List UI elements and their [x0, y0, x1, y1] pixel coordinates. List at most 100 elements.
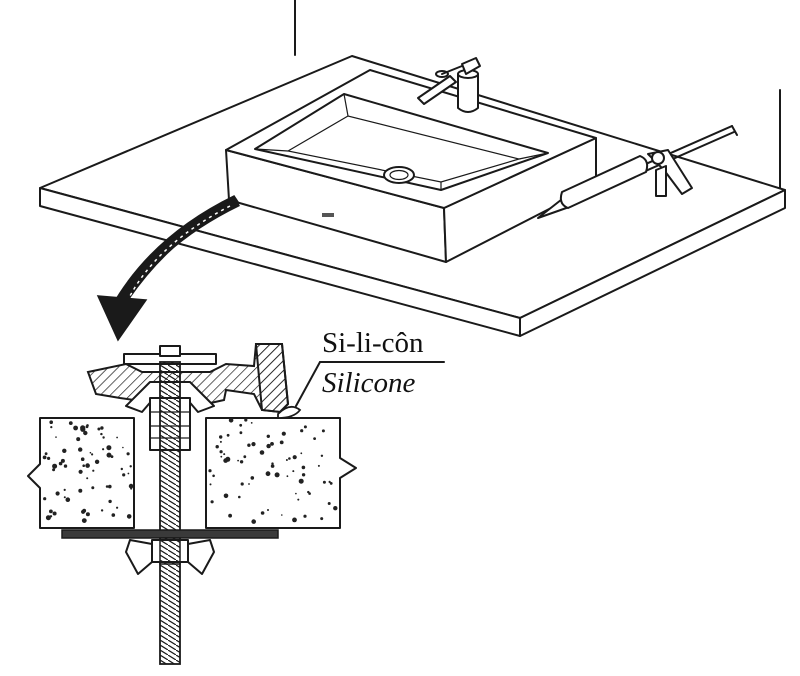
aggregate-speck — [127, 472, 130, 475]
aggregate-speck — [130, 487, 133, 490]
aggregate-speck — [226, 433, 230, 437]
aggregate-speck — [108, 499, 112, 504]
aggregate-speck — [85, 512, 90, 517]
aggregate-speck — [313, 437, 316, 440]
aggregate-speck — [102, 448, 105, 451]
aggregate-speck — [223, 453, 226, 456]
aggregate-speck — [78, 447, 83, 452]
aggregate-speck — [81, 509, 86, 514]
aggregate-speck — [292, 455, 297, 460]
aggregate-speck — [209, 483, 212, 486]
aggregate-speck — [322, 480, 326, 484]
aggregate-speck — [78, 488, 83, 493]
aggregate-speck — [240, 482, 244, 486]
aggregate-speck — [212, 474, 215, 478]
aggregate-speck — [91, 486, 95, 490]
aggregate-speck — [281, 514, 283, 516]
aggregate-speck — [238, 495, 241, 499]
silicone-callout: Si-li-côn Silicone — [295, 327, 445, 407]
aggregate-speck — [239, 423, 243, 427]
aggregate-speck — [116, 506, 119, 509]
aggregate-speck — [97, 427, 101, 431]
aggregate-speck — [108, 484, 112, 489]
aggregate-speck — [274, 472, 280, 478]
vessel-basin — [225, 69, 597, 263]
caulking-gun-icon — [537, 125, 738, 219]
aggregate-speck — [225, 456, 231, 462]
aggregate-speck — [52, 511, 57, 516]
aggregate-speck — [239, 431, 243, 435]
aggregate-speck — [281, 431, 286, 436]
aggregate-speck — [266, 443, 271, 449]
aggregate-speck — [92, 469, 95, 472]
concrete-aggregate — [42, 418, 338, 524]
aggregate-speck — [111, 513, 116, 517]
aggregate-speck — [219, 440, 222, 443]
aggregate-speck — [295, 492, 297, 495]
aggregate-speck — [126, 514, 132, 519]
aggregate-speck — [267, 509, 269, 511]
aggregate-speck — [248, 483, 250, 485]
aggregate-speck — [91, 453, 94, 456]
aggregate-speck — [297, 498, 300, 501]
aggregate-speck — [129, 465, 132, 468]
aggregate-speck — [251, 442, 256, 447]
aggregate-speck — [100, 432, 103, 436]
aggregate-speck — [106, 445, 112, 451]
aggregate-speck — [250, 476, 255, 480]
aggregate-speck — [100, 509, 104, 512]
label-silicone-en: Silicone — [322, 367, 416, 399]
faucet-icon — [417, 57, 481, 113]
aggregate-speck — [208, 469, 212, 473]
aggregate-speck — [237, 459, 240, 462]
threaded-rod — [159, 361, 181, 665]
aggregate-speck — [63, 464, 68, 468]
silicone-bead — [277, 405, 302, 419]
aggregate-speck — [292, 470, 295, 473]
aggregate-speck — [329, 482, 333, 485]
aggregate-speck — [320, 454, 324, 457]
aggregate-speck — [301, 465, 306, 470]
aggregate-speck — [65, 497, 71, 503]
aggregate-speck — [243, 455, 247, 459]
aggregate-speck — [279, 440, 284, 445]
aggregate-speck — [81, 518, 87, 523]
aggregate-speck — [266, 434, 270, 438]
label-silicone-vi: Si-li-côn — [322, 327, 424, 359]
aggregate-speck — [49, 515, 53, 518]
aggregate-speck — [78, 469, 83, 474]
aggregate-speck — [45, 515, 51, 521]
aggregate-speck — [85, 463, 90, 468]
aggregate-speck — [300, 429, 304, 433]
wall-corner — [294, 0, 781, 201]
aggregate-speck — [100, 426, 104, 430]
aggregate-speck — [228, 513, 233, 518]
aggregate-speck — [259, 450, 265, 455]
aggregate-speck — [106, 452, 112, 458]
aggregate-speck — [126, 452, 130, 456]
aggregate-speck — [215, 445, 219, 449]
aggregate-speck — [58, 461, 63, 466]
aggregate-speck — [105, 485, 109, 488]
aggregate-speck — [73, 425, 78, 431]
aggregate-speck — [244, 418, 248, 422]
aggregate-speck — [292, 517, 297, 523]
aggregate-speck — [210, 500, 214, 504]
aggregate-speck — [80, 457, 85, 462]
aggregate-speck — [220, 455, 223, 458]
curved-arrow-icon — [96, 195, 240, 342]
aggregate-speck — [247, 443, 251, 447]
drain-icon — [383, 166, 415, 184]
backing-plate — [61, 529, 279, 539]
wing-nut-icon — [125, 537, 215, 575]
aggregate-speck — [219, 450, 223, 454]
aggregate-speck — [250, 422, 253, 424]
aggregate-speck — [63, 488, 66, 491]
aggregate-speck — [47, 456, 51, 460]
aggregate-speck — [122, 473, 126, 477]
aggregate-speck — [116, 436, 118, 439]
aggregate-speck — [60, 458, 65, 463]
aggregate-speck — [271, 462, 274, 465]
aggregate-speck — [265, 471, 271, 477]
